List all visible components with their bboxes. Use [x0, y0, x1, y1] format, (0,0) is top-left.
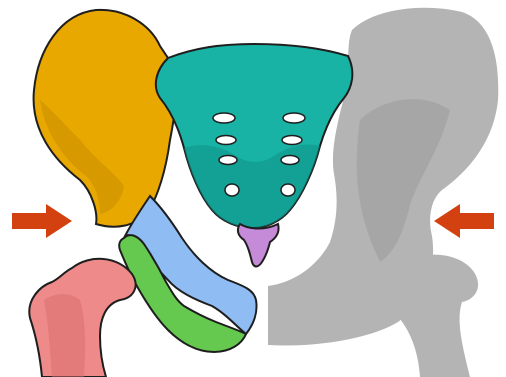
- foramen: [219, 156, 237, 165]
- gray-femur: [389, 255, 478, 377]
- foramen: [281, 156, 299, 165]
- coccyx: [238, 224, 279, 267]
- foramen: [216, 136, 236, 145]
- arrow-left-icon: [434, 204, 494, 238]
- foramen: [225, 184, 239, 196]
- foramen: [282, 136, 302, 145]
- foramen: [281, 184, 295, 196]
- foramen: [283, 113, 305, 123]
- left-arrow-shaft: [12, 204, 72, 238]
- arrow-right-icon: [12, 204, 72, 238]
- right-arrow-shaft: [434, 204, 494, 238]
- foramen: [213, 113, 235, 123]
